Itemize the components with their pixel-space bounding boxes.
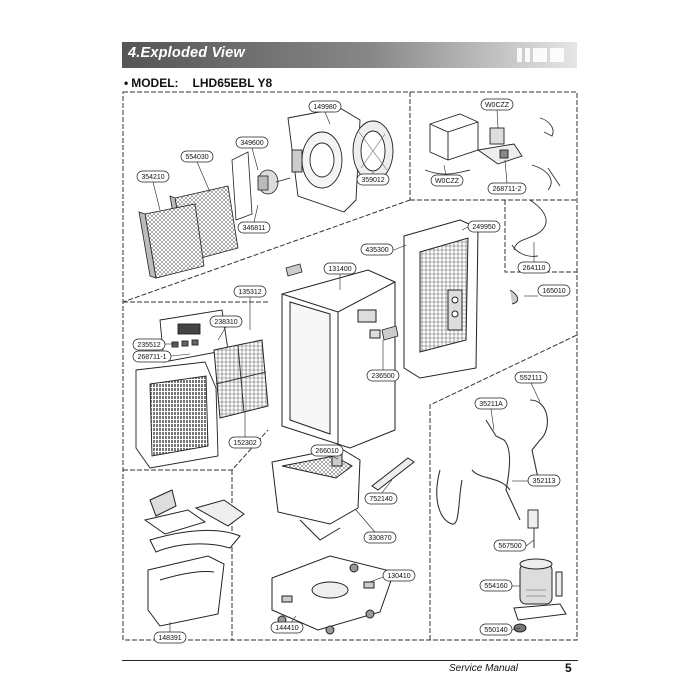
part-label: 144410 — [275, 625, 298, 632]
callout-249950: 249950 — [467, 220, 501, 233]
part-label: 359012 — [361, 177, 384, 184]
callout-435300: 435300 — [360, 243, 394, 256]
part-label: 149980 — [313, 104, 336, 111]
part-label: 567500 — [498, 543, 521, 550]
part-label: 349600 — [240, 140, 263, 147]
part-label: W0CZZ — [435, 178, 460, 185]
callout-W0CZZ-top: W0CZZ — [480, 98, 514, 111]
callout-268711-2: 268711-2 — [487, 182, 527, 195]
footer-rule — [122, 660, 578, 661]
wire-harness — [424, 117, 561, 257]
border-compressor-section — [429, 334, 578, 640]
callout-235512: 235512 — [132, 338, 166, 351]
part-label: 552111 — [520, 375, 542, 382]
compressor — [513, 558, 567, 621]
border-control-box — [410, 199, 577, 273]
callout-567500: 567500 — [493, 539, 527, 552]
callout-359012: 359012 — [356, 173, 390, 186]
part-label: 266010 — [315, 448, 338, 455]
callout-148391: 148391 — [153, 631, 187, 644]
part-callouts: 149980 554030 349600 354210 359012 34681… — [132, 98, 571, 644]
part-label: 236500 — [371, 373, 394, 380]
part-label: 131400 — [328, 266, 351, 273]
part-label: W0CZZ — [485, 102, 510, 109]
fan-motor — [231, 151, 291, 221]
callout-236500: 236500 — [366, 369, 400, 382]
callout-130410: 130410 — [382, 569, 416, 582]
footer-manual-label: Service Manual — [449, 663, 518, 674]
drain-bucket-frame — [271, 447, 361, 541]
leader-lines — [152, 109, 541, 632]
fan-shroud — [287, 107, 361, 213]
callout-W0CZZ-left: W0CZZ — [430, 174, 464, 187]
evaporator-coil-front — [138, 203, 205, 279]
callout-330870: 330870 — [363, 531, 397, 544]
border-top-divider — [122, 92, 411, 303]
model-value: LHD65EBL Y8 — [192, 76, 273, 90]
callout-552111: 552111 — [514, 371, 548, 384]
part-label: 354210 — [141, 174, 164, 181]
bullet: • — [124, 76, 129, 90]
part-label: 435300 — [365, 247, 388, 254]
callout-554160: 554160 — [479, 579, 513, 592]
callout-135312: 135312 — [233, 285, 267, 298]
part-label: 268711-1 — [137, 354, 166, 361]
callout-165010: 165010 — [537, 284, 571, 297]
callout-554030: 554030 — [180, 150, 214, 163]
callout-152302: 152302 — [228, 436, 262, 449]
section-banner — [122, 42, 577, 68]
callout-238310: 238310 — [209, 315, 243, 328]
front-grille — [135, 361, 219, 469]
drain-pipe — [371, 457, 415, 491]
part-label: 554160 — [484, 583, 507, 590]
section-title: 4.Exploded View — [128, 45, 245, 61]
model-line: •MODEL: LHD65EBL Y8 — [124, 76, 272, 90]
cabinet-body — [281, 269, 396, 449]
part-label: 268711-2 — [492, 186, 521, 193]
part-label: 554030 — [185, 154, 208, 161]
part-label: 35211A — [479, 401, 503, 408]
callout-35211A: 35211A — [474, 397, 508, 410]
border-outer — [122, 91, 578, 641]
part-label: 752140 — [369, 496, 392, 503]
callout-752140: 752140 — [364, 492, 398, 505]
control-box — [429, 113, 523, 165]
part-label: 238310 — [214, 319, 237, 326]
part-label: 249950 — [472, 224, 495, 231]
part-label: 235512 — [137, 342, 160, 349]
base-pan — [271, 555, 395, 635]
callout-149980: 149980 — [308, 100, 342, 113]
part-label: 135312 — [238, 289, 261, 296]
air-filter — [213, 339, 269, 419]
callout-354210: 354210 — [136, 170, 170, 183]
callout-349600: 349600 — [235, 136, 269, 149]
callout-264110: 264110 — [517, 261, 551, 274]
part-label: 550140 — [484, 627, 507, 634]
callout-550140: 550140 — [479, 623, 513, 636]
footer-page-number: 5 — [565, 661, 572, 675]
part-label: 130410 — [387, 573, 410, 580]
callout-131400: 131400 — [323, 262, 357, 275]
rear-panel — [403, 219, 479, 379]
callout-266010: 266010 — [310, 444, 344, 457]
callout-268711-1: 268711-1 — [132, 350, 172, 363]
model-label: MODEL: — [131, 76, 179, 90]
callout-352113: 352113 — [527, 474, 561, 487]
part-label: 264110 — [523, 265, 546, 272]
cord-bracket — [285, 263, 519, 341]
callout-144410: 144410 — [270, 621, 304, 634]
part-label: 152302 — [233, 440, 256, 447]
part-label: 346811 — [243, 225, 266, 232]
callout-346811: 346811 — [237, 221, 271, 234]
part-label: 165010 — [542, 288, 565, 295]
water-tank — [143, 489, 245, 627]
blower-wheel — [352, 120, 394, 182]
part-label: 330870 — [368, 535, 391, 542]
part-label: 148391 — [158, 635, 181, 642]
condenser-tubing — [436, 399, 548, 525]
part-label: 352113 — [533, 478, 556, 485]
suction-pipe — [527, 509, 539, 548]
